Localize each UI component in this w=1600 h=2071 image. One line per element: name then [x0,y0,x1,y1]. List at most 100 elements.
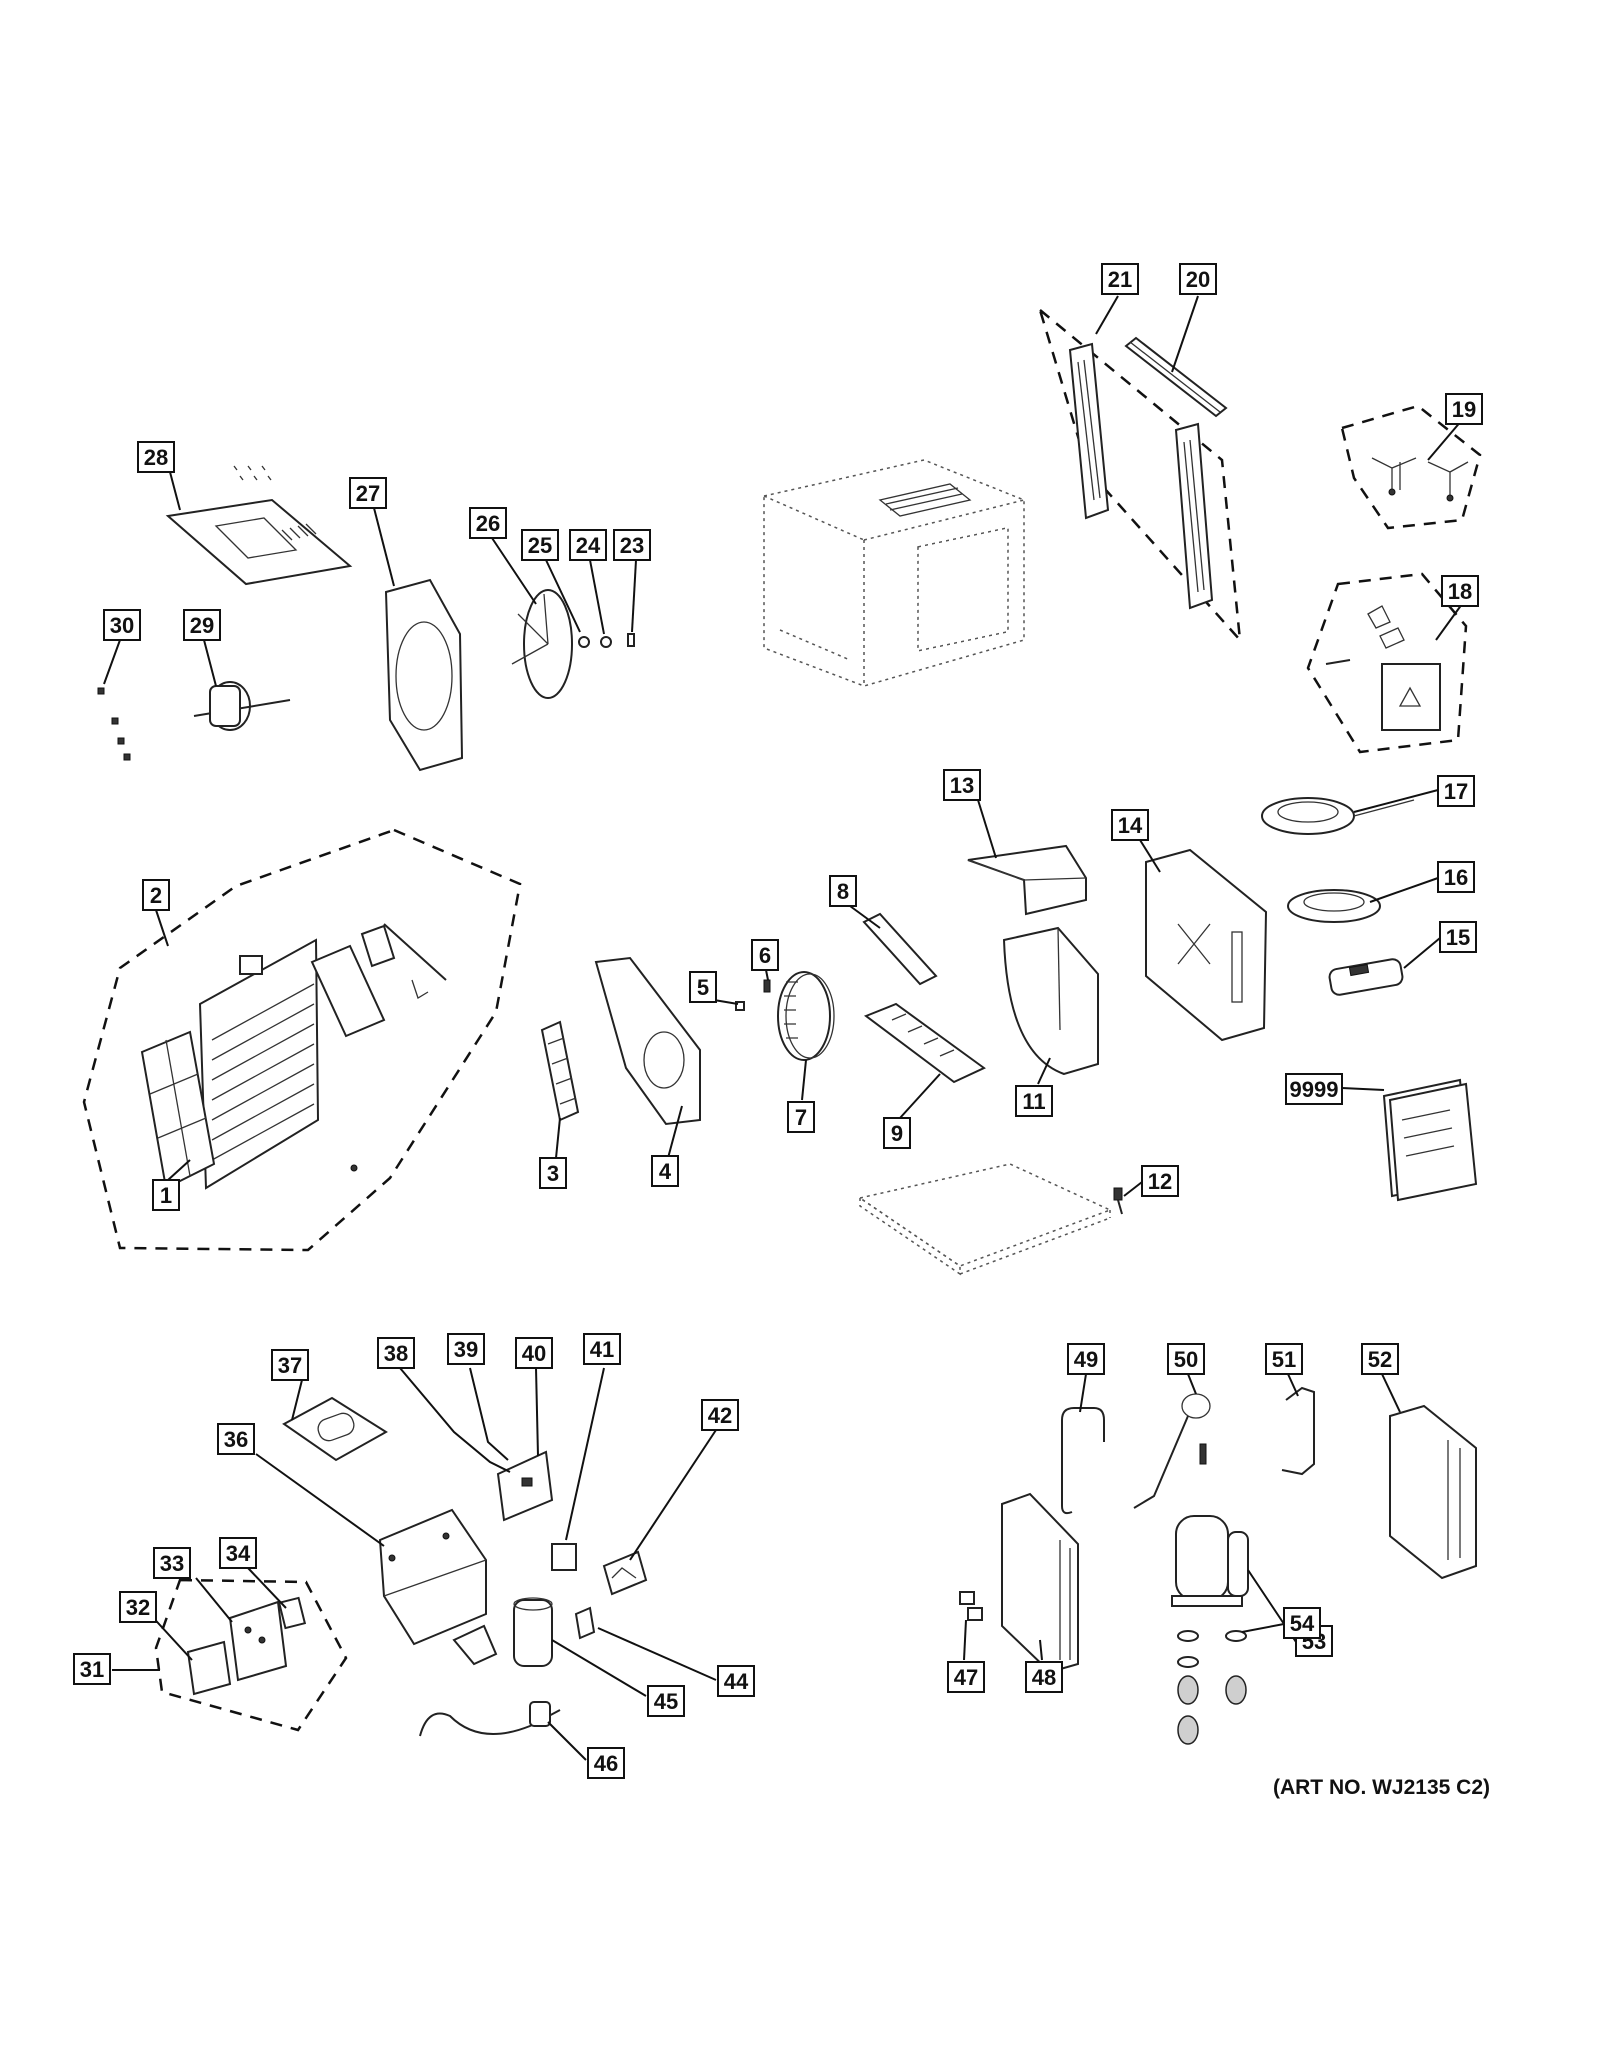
part-34-display-board [277,1596,307,1630]
callout-26: 26 [469,507,507,539]
callout-36: 36 [217,1423,255,1455]
svg-text:46: 46 [594,1751,618,1776]
callout-34: 34 [219,1537,257,1569]
svg-text:11: 11 [1022,1089,1045,1114]
callout-21: 21 [1101,263,1139,295]
part-42-wiring-label [602,1550,648,1596]
callout-20: 20 [1179,263,1217,295]
callout-45: 45 [647,1685,685,1717]
callout-9: 9 [883,1117,911,1149]
svg-text:1: 1 [160,1183,172,1208]
callout-5: 5 [689,971,717,1003]
part-3-evaporator-coil [540,1020,580,1122]
part-40-control-board [496,1450,554,1522]
svg-text:54: 54 [1290,1611,1315,1636]
svg-text:50: 50 [1174,1347,1198,1372]
part-20-top-rail [1124,336,1228,418]
callout-19: 19 [1445,393,1483,425]
svg-text:2: 2 [150,883,162,908]
part-2-front-grille [198,923,447,1190]
callout-51: 51 [1265,1343,1303,1375]
svg-text:41: 41 [590,1337,614,1362]
svg-text:29: 29 [190,613,214,638]
callout-28: 28 [137,441,175,473]
part-26-condenser-fan [511,589,573,699]
callout-27: 27 [349,477,387,509]
callout-11: 11 [1015,1085,1053,1117]
group-outline-18 [1306,572,1468,754]
part-37-insulation-pad [282,1396,388,1462]
svg-text:13: 13 [950,773,974,798]
part-21-side-curtain [1068,342,1214,610]
group-outline-31 [154,1578,348,1732]
part-25-washer [578,636,590,648]
part-52-condenser-coil [1389,1404,1477,1580]
svg-text:19: 19 [1452,397,1476,422]
callout-39: 39 [447,1333,485,1365]
svg-text:24: 24 [576,533,601,558]
part-27-condenser-shroud [384,578,464,772]
svg-text:6: 6 [759,943,771,968]
part-12-thermistor [1113,1187,1123,1215]
callout-54: 54 [1283,1607,1321,1639]
part-11-blower-housing [1002,926,1099,1076]
part-13-scroll-cover [967,844,1087,916]
svg-text:18: 18 [1448,579,1472,604]
part-24-nut [600,636,612,648]
part-14-control-bracket [1145,848,1268,1042]
svg-text:14: 14 [1118,813,1143,838]
callout-30: 30 [103,609,141,641]
part-23-clip [627,633,635,647]
callout-29: 29 [183,609,221,641]
callout-40: 40 [515,1337,553,1369]
callout-2: 2 [142,879,170,911]
callout-44: 44 [717,1665,755,1697]
part-32-overlay [186,1640,232,1696]
callout-48: 48 [1025,1661,1063,1693]
callout-24: 24 [569,529,607,561]
callout-3: 3 [539,1157,567,1189]
callout-12: 12 [1141,1165,1179,1197]
part-29-fan-motor [193,681,291,731]
svg-text:15: 15 [1446,925,1470,950]
svg-text:42: 42 [708,1403,732,1428]
svg-text:31: 31 [80,1657,104,1682]
part-8-mounting-strip [862,912,938,986]
callout-6: 6 [751,939,779,971]
cabinet-wrapper [763,459,1025,687]
svg-text:21: 21 [1108,267,1132,292]
callout-50: 50 [1167,1343,1205,1375]
callout-38: 38 [377,1337,415,1369]
part-28-top-cover [165,465,353,586]
callout-4: 4 [651,1155,679,1187]
part-15-remote-control [1328,958,1404,996]
svg-text:47: 47 [954,1665,978,1690]
callout-18: 18 [1441,575,1479,607]
part-54-grommets [1177,1630,1247,1745]
part-51-suction-tube [1281,1386,1315,1476]
part-7-blower-wheel [777,971,835,1061]
part-16-seal-roll [1287,889,1381,923]
part-53-compressor [1171,1515,1249,1607]
callout-33: 33 [153,1547,191,1579]
callout-1: 1 [152,1179,180,1211]
svg-text:26: 26 [476,511,500,536]
part-49-discharge-tube [1061,1407,1105,1515]
part-18-hardware-kit [1325,605,1441,731]
svg-text:12: 12 [1148,1169,1172,1194]
svg-text:8: 8 [837,879,849,904]
callout-37: 37 [271,1349,309,1381]
callout-49: 49 [1067,1343,1105,1375]
svg-text:38: 38 [384,1341,408,1366]
svg-text:44: 44 [724,1669,749,1694]
callout-16: 16 [1437,861,1475,893]
part-19-support-brackets [1371,457,1469,502]
svg-text:36: 36 [224,1427,248,1452]
callout-46: 46 [587,1747,625,1779]
callout-14: 14 [1111,809,1149,841]
part-44-capacitor-strap [574,1606,596,1640]
svg-text:28: 28 [144,445,168,470]
part-46-power-cord [419,1701,561,1737]
svg-text:51: 51 [1272,1347,1296,1372]
svg-text:48: 48 [1032,1665,1056,1690]
